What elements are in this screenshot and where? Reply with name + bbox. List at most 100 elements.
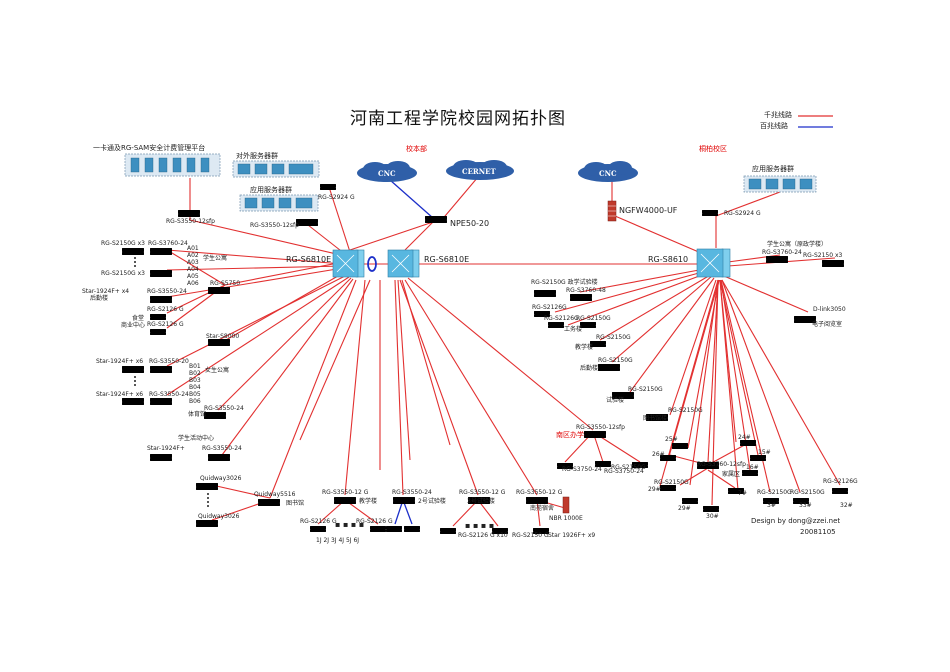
card-platform-label: 一卡通及RG-SAM安全计费管理平台 [93,143,205,152]
cloud-cernet-label: CERNET [462,167,496,176]
bldg-label-32: 32# [840,502,853,509]
link-bottom-c [399,279,479,496]
link-app-servers [307,224,346,255]
s2150g-houqin-label: RG-S2150G [598,357,633,364]
s2924g-right-label: RG-S2924 G [724,210,761,217]
campus-main-label: 校本部 [406,144,427,153]
switch-s2150g-a [122,248,144,255]
switch-s2924g-main [320,184,336,190]
link-bottom-d [404,279,538,496]
a-blocks-list: A01 A02 A03 A04 A05 A06 [187,245,199,287]
link-s3760-a [166,249,344,265]
s2150g-x3-b-label: RG-S2150G x3 [101,270,145,277]
block-a04: A04 [187,266,199,273]
switch-29a [660,485,676,491]
legend-hundredmeg-label: 百兆线路 [760,121,788,130]
teach-bldg-label: 教学楼 [575,343,593,351]
s2150g-r2-label: RG-S2150G [790,489,825,496]
link-npe-cernet [439,176,479,223]
link-r-16 [720,279,751,471]
core-left-label: RG-S6810E [286,255,331,264]
block-b05: B05 [189,391,201,398]
switch-s3550-24-bottom [393,497,415,504]
cloud-cnc-main-label: CNC [378,169,396,178]
core-s8610-label: RG-S8610 [648,255,688,264]
link-b-c1 [452,499,479,527]
credit-author: Design by dong@zzei.net [751,517,840,525]
switch-lab3-a [440,528,456,534]
cloud-cnc-main: CNC [357,161,417,182]
switch-s2126g-commerce [150,329,166,335]
bldg-label-26: 26# [652,451,665,458]
external-servers-label: 对外服务器群 [236,151,278,160]
teaching-label: 教学楼 [359,497,377,505]
ellipsis-dot [134,265,136,267]
ellipsis-bottom-a: ▪ ▪ ▪ ▪ [335,520,364,529]
switch-quidway-bottom [196,520,218,527]
link-s3550-a [166,267,344,298]
cloud-cernet: CERNET [446,160,514,180]
s2150g-lab-label: RG-S2150G [628,386,663,393]
star1924-label: Star-1924F+ x4 [82,288,129,295]
bldg-label-7: 7# [738,490,747,497]
legend-gigabit-label: 千兆线路 [764,110,792,119]
home-apts-label: 家属区 [722,470,740,478]
s2150g-r1-label: RG-S2150G [757,489,792,496]
s2150g-left-label: RG-S2150G [654,479,689,486]
card-platform-servers [124,153,221,177]
quidway-bottom-label: Quidway3026 [198,513,240,520]
npe-router [425,216,447,223]
s2150g-admin-label: RG-S2150G 政学试验楼 [531,278,598,286]
link-r-teach [599,273,713,341]
diagram-title: 河南工程学院校园网拓扑图 [350,109,566,129]
quidway5516-label: Quidway5516 [254,491,296,498]
ngfw-firewall [607,200,617,222]
link-bottom-g [299,279,371,441]
switch-s2150g-admin [534,290,556,297]
switch-s2126g-canteen [150,314,166,320]
ellipsis-dot [134,257,136,259]
dlink-label: D-link3050 [813,306,846,313]
s3750-24-b-label: RG-S3750-24 [604,468,644,475]
link-bottom-e [397,279,411,461]
south-apts-label: 南苑宿舍 [530,504,554,512]
link-r-home [707,279,719,463]
star1924-b1-label: Star-1924F+ x6 [96,358,143,365]
switch-s2150-x3 [822,260,844,267]
switch-star1924-b2 [122,398,144,405]
switch-star8000 [208,339,230,346]
block-b01: B01 [189,363,201,370]
switch-s3550-12sfp-app [296,219,318,226]
link-r-26 [667,279,720,461]
app-servers-main-label: 应用服务器群 [250,185,292,194]
s3550-12sfp-card-label: RG-S3550-12sfp [166,218,215,225]
bldg-label-29a: 29# [648,486,661,493]
switch-s2150g-work [580,322,596,328]
switch-s3550-12g-a [334,497,356,504]
block-b04: B04 [189,384,201,391]
canteen-label: 食堂 [132,314,144,322]
link-s3550-24-b [166,276,350,396]
library-label: 图书馆 [286,499,304,507]
s3550-24-d-label: RG-S3550-24 [202,445,242,452]
gym-label: 体育馆 [188,410,206,418]
s3550-12g-b-label: RG-S3550-12 G [459,489,506,496]
link-s3550-24-c [217,277,352,411]
link-r-29a [659,279,719,487]
star8000-label: Star-S8000 [206,333,239,340]
s2126g-a-right-label: RG-S2126G [532,304,567,311]
s2126g-r-label: RG-S2126G [823,478,858,485]
library-info-label: 图书馆楼 [643,414,667,422]
cloud-cnc-second-label: CNC [599,169,617,178]
switch-quidway5516 [258,499,280,506]
link-r-lab [629,277,715,393]
lab2-label: 2号试验楼 [418,497,446,505]
s2126g-commerce-label: RG-S2126 G [147,321,184,328]
student-apts-right-label: 学生公寓（原政学楼） [767,240,827,248]
s3550-24-b-label: RG-S3550-24 [149,391,189,398]
external-servers [232,160,320,178]
link-b-a2 [344,499,379,525]
ellipsis-dot [134,384,136,386]
switch-s3550-20 [150,366,172,373]
